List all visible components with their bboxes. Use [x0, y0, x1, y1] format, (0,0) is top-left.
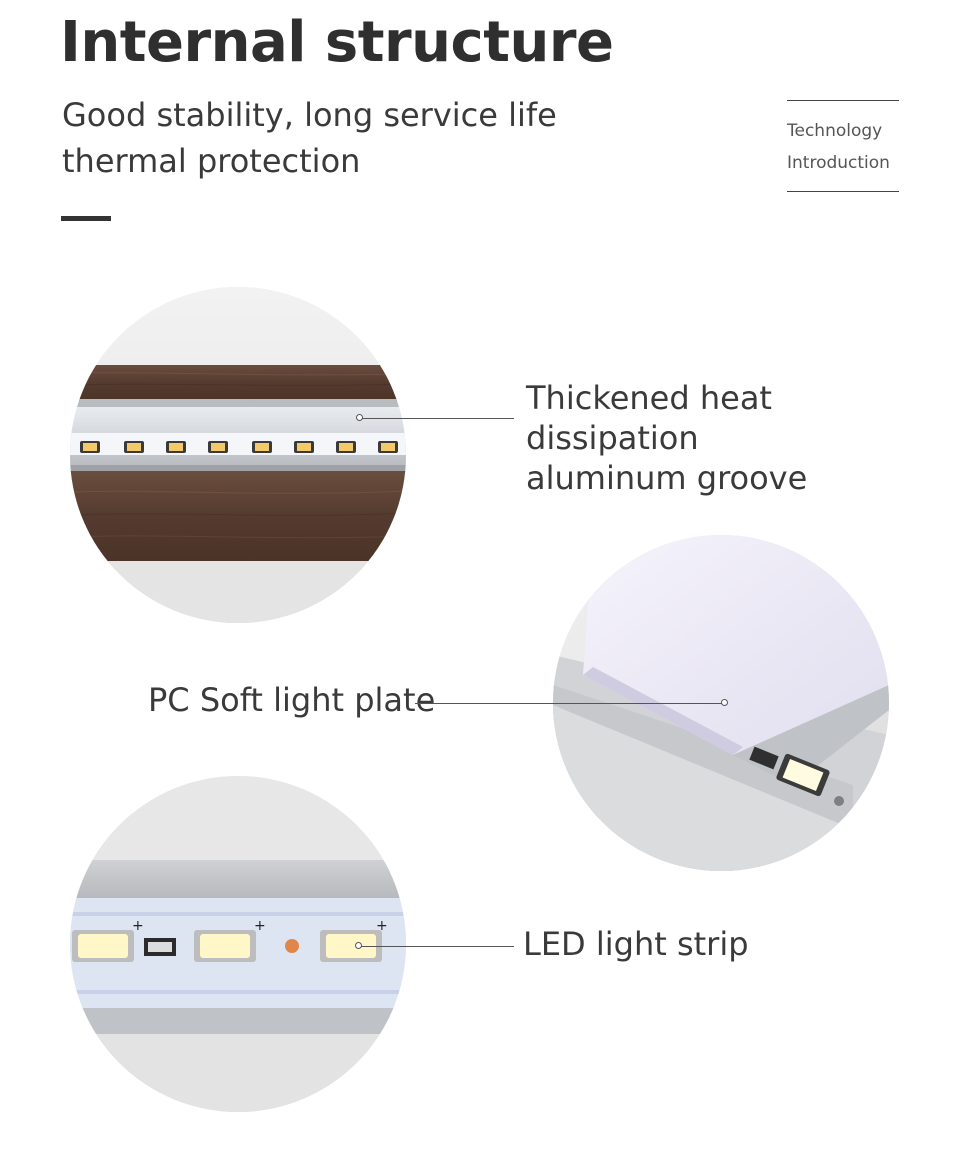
- callout-dot-3: [355, 942, 362, 949]
- callout-line-1: [361, 418, 514, 419]
- heat-dissipation-groove-image: [70, 287, 406, 623]
- callout-line-2: [415, 703, 725, 704]
- subtitle: Good stability, long service life therma…: [62, 92, 582, 184]
- subtitle-line-1: Good stability, long service life: [62, 96, 557, 134]
- callout-label-1: Thickened heat dissipation aluminum groo…: [526, 378, 946, 498]
- subtitle-line-2: thermal protection: [62, 142, 361, 180]
- callout-dot-1: [356, 414, 363, 421]
- callout-label-2: PC Soft light plate: [148, 681, 436, 719]
- svg-text:+: +: [132, 918, 144, 934]
- tech-label-line-2: Introduction: [787, 153, 890, 173]
- page-title: Internal structure: [60, 10, 614, 75]
- callout-dot-2: [721, 699, 728, 706]
- tech-label-line-1: Technology: [787, 121, 883, 141]
- technology-introduction-box: Technology Introduction: [787, 100, 899, 192]
- title-underline: [61, 216, 111, 221]
- svg-text:+: +: [254, 918, 266, 934]
- svg-text:+: +: [376, 918, 388, 934]
- callout-1-line-1: Thickened heat dissipation: [526, 379, 772, 457]
- callout-line-3: [360, 946, 514, 947]
- callout-label-3: LED light strip: [523, 925, 749, 963]
- callout-1-line-2: aluminum groove: [526, 459, 808, 497]
- led-light-strip-image: + + +: [70, 776, 406, 1112]
